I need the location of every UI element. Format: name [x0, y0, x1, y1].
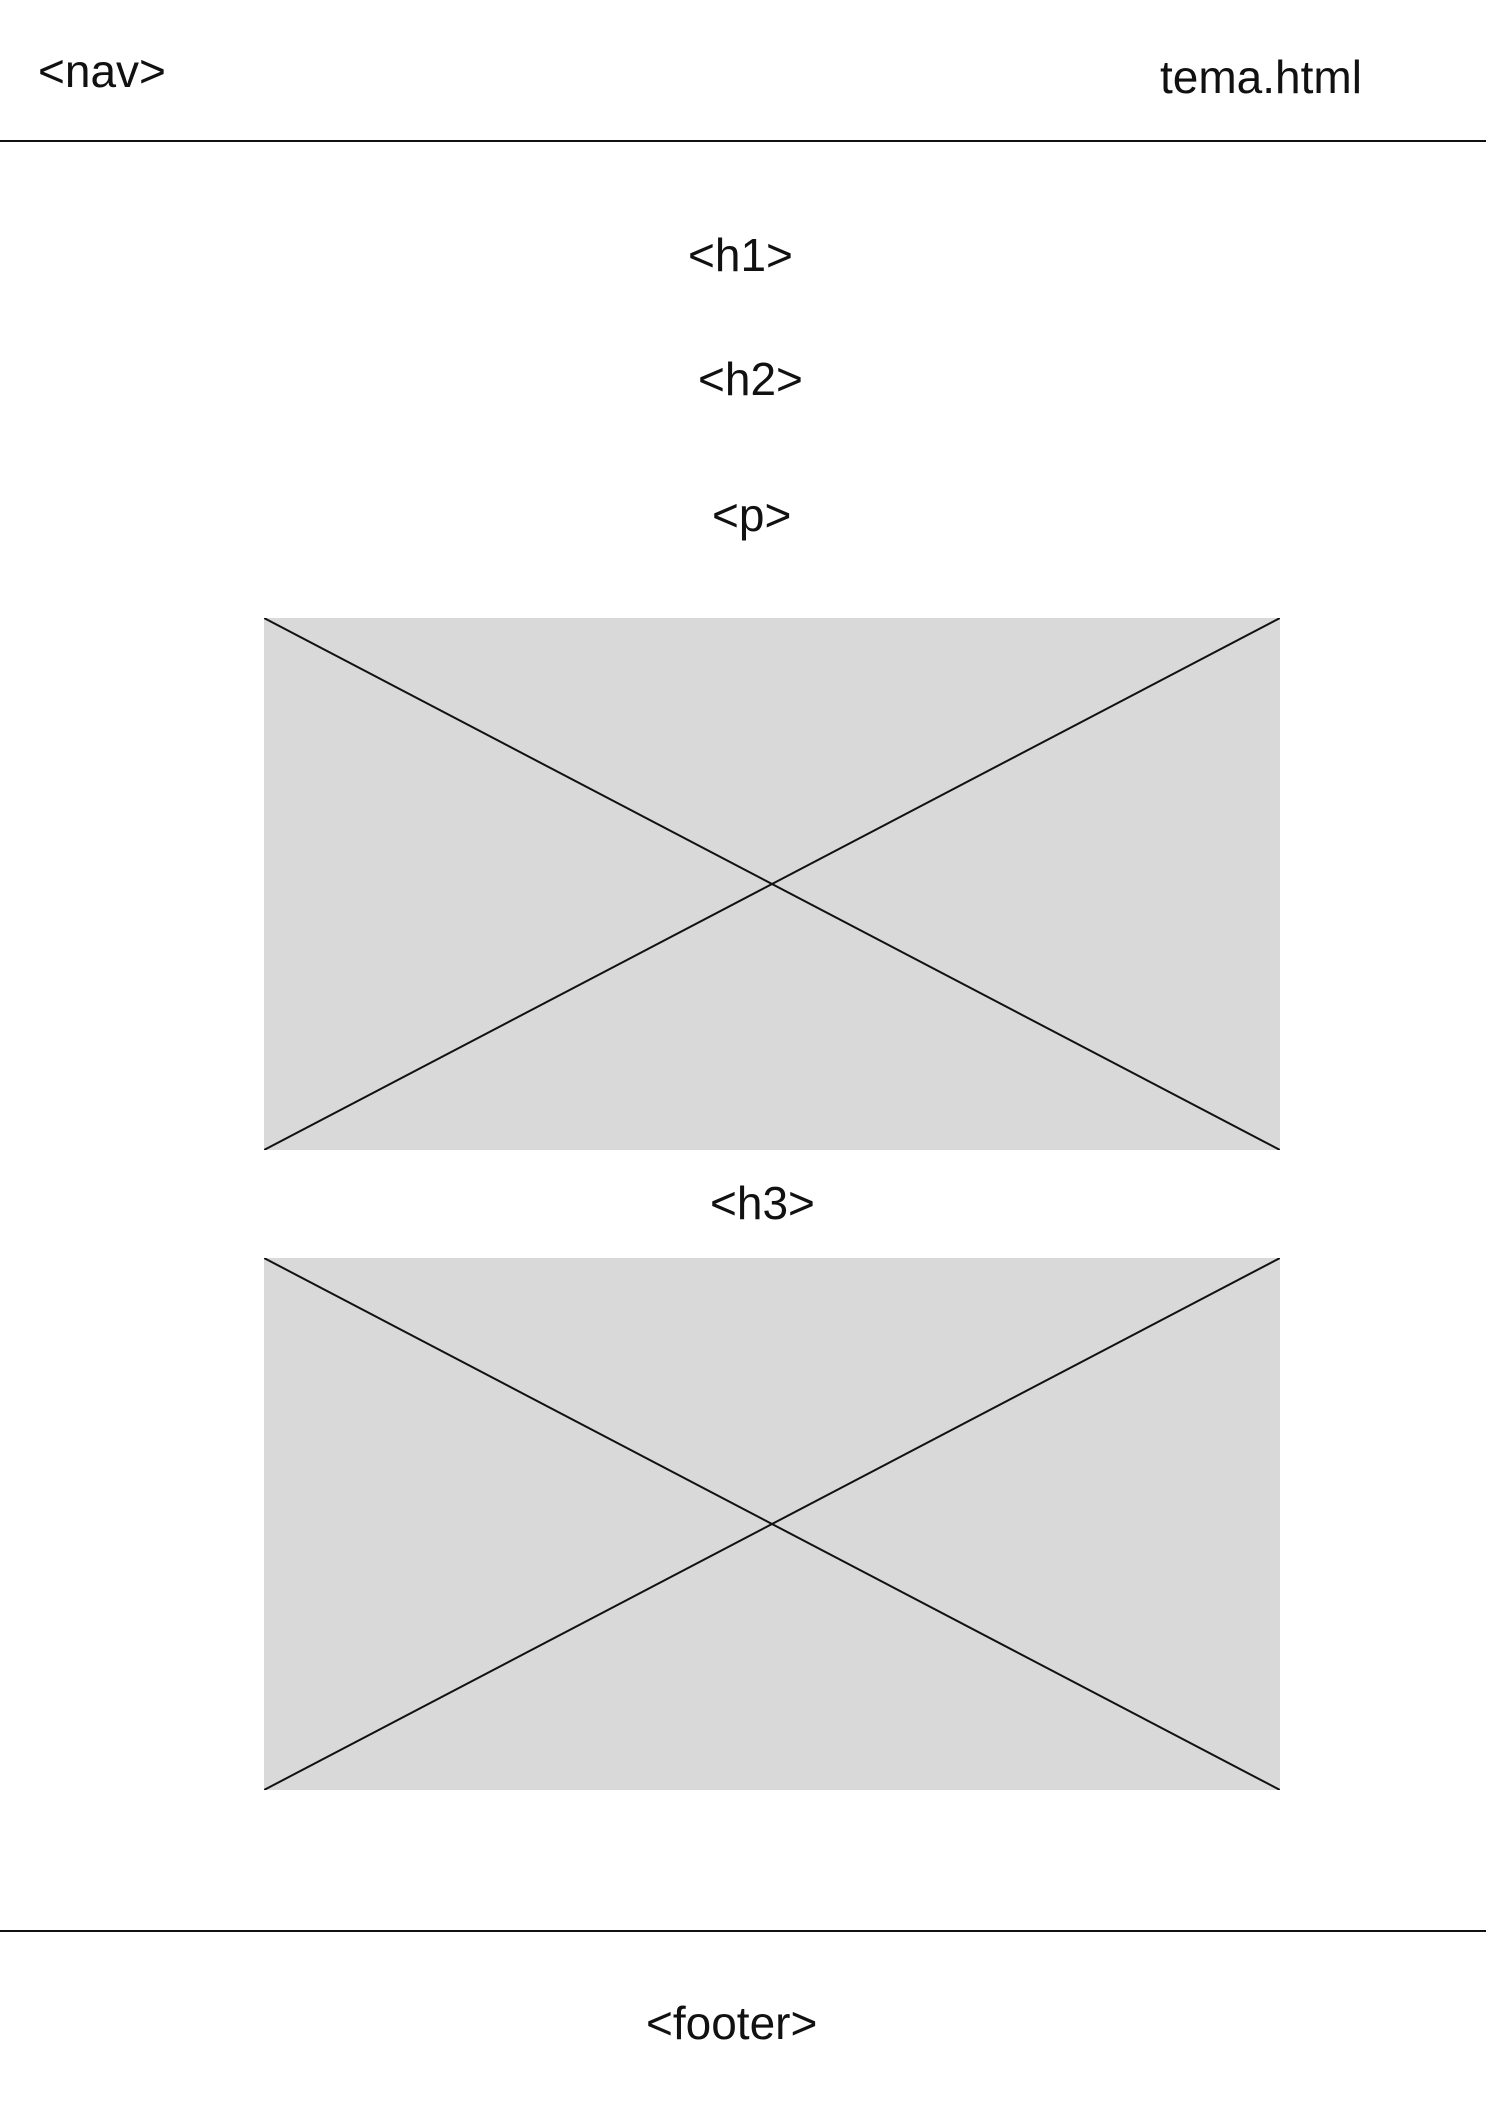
footer-divider	[0, 1930, 1486, 1932]
h2-label: <h2>	[698, 353, 803, 405]
image-placeholder-1	[264, 618, 1280, 1150]
page-filename: tema.html	[1160, 51, 1362, 103]
footer-label: <footer>	[646, 1997, 818, 2049]
p-label: <p>	[712, 489, 792, 541]
nav-label: <nav>	[38, 45, 166, 97]
header-divider	[0, 140, 1486, 142]
image-placeholder-2-diagonal-b	[264, 1258, 1280, 1790]
image-placeholder-1-diagonal-b	[264, 618, 1280, 1150]
h1-label: <h1>	[688, 229, 793, 281]
h3-label: <h3>	[710, 1177, 815, 1229]
image-placeholder-2	[264, 1258, 1280, 1790]
